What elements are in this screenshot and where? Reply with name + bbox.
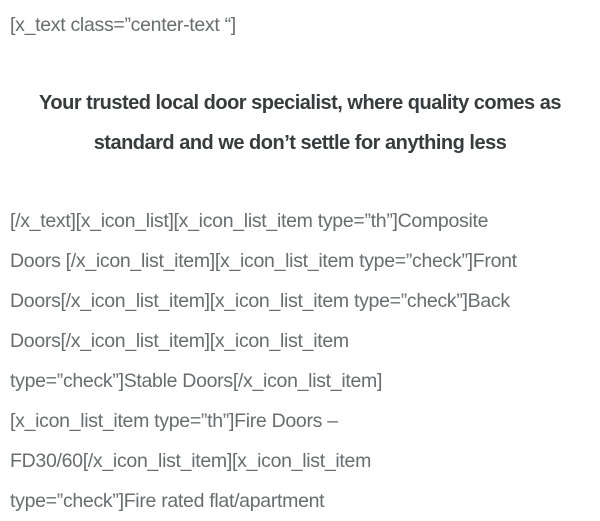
text-line: type=”check”]Fire rated flat/apartment <box>10 490 325 512</box>
text-line: standard and we don’t settle for anythin… <box>93 132 507 154</box>
text-line: [x_text class=”center-text “] <box>10 14 236 36</box>
text-line: FD30/60[/x_icon_list_item][x_icon_list_i… <box>10 450 372 472</box>
text-line: Your trusted local door specialist, wher… <box>39 92 561 114</box>
text-line: Doors[/x_icon_list_item][x_icon_list_ite… <box>10 330 349 352</box>
shortcode-body-text: [/x_text][x_icon_list][x_icon_list_item … <box>10 201 590 521</box>
text-line: Doors[/x_icon_list_item][x_icon_list_ite… <box>10 290 510 312</box>
text-line: [x_icon_list_item type=”th”]Fire Doors – <box>10 410 338 432</box>
text-line: [/x_text][x_icon_list][x_icon_list_item … <box>10 210 489 232</box>
text-line: type=”check”]Stable Doors[/x_icon_list_i… <box>10 370 383 392</box>
text-line: Doors [/x_icon_list_item][x_icon_list_it… <box>10 250 517 272</box>
shortcode-opening-tag: [x_text class=”center-text “] <box>10 5 590 45</box>
page-heading: Your trusted local door specialist, wher… <box>10 83 590 163</box>
